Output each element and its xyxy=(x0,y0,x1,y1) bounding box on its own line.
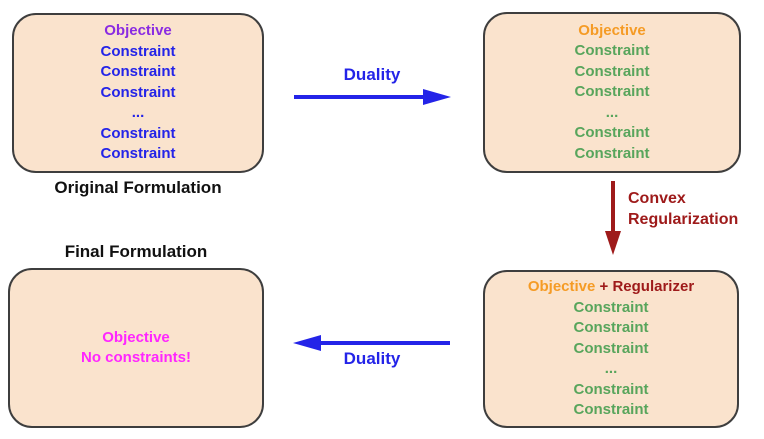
regularizer-text: + Regularizer xyxy=(599,278,695,296)
objective-text: Objective xyxy=(527,278,596,296)
objective-line: Objective xyxy=(104,22,172,40)
duality-left-arrow-icon xyxy=(293,335,450,351)
constraint-line: Constraint xyxy=(573,339,649,357)
no-constraints-line: No constraints! xyxy=(80,349,191,366)
original-formulation-label: Original Formulation xyxy=(54,178,222,197)
ellipsis-line: ... xyxy=(131,104,145,122)
original-formulation-box: Objective Constraint Constraint Constrai… xyxy=(12,13,264,173)
constraint-line: Constraint xyxy=(574,83,650,101)
convex-regularization-label-line2: Regularization xyxy=(628,211,739,228)
duality-right-arrow-icon xyxy=(294,89,451,105)
objective-regularizer-line: Objective + Regularizer xyxy=(528,277,694,298)
final-formulation-box: Objective No constraints! xyxy=(8,268,264,428)
dual-formulation-box: Objective Constraint Constraint Constrai… xyxy=(483,12,741,173)
ellipsis-line: ... xyxy=(604,360,618,378)
constraint-line: Constraint xyxy=(574,144,650,162)
constraint-line: Constraint xyxy=(574,62,650,80)
duality-bottom-label: Duality xyxy=(343,349,401,368)
constraint-line: Constraint xyxy=(573,298,649,316)
constraint-line: Constraint xyxy=(100,63,176,81)
convex-regularization-label: Convex Regularization xyxy=(628,188,738,230)
ellipsis-line: ... xyxy=(605,103,619,121)
constraint-line: Constraint xyxy=(573,401,649,419)
objective-line: Objective xyxy=(578,21,646,39)
constraint-line: Constraint xyxy=(100,42,176,60)
regularized-formulation-box: Objective + Regularizer Constraint Const… xyxy=(483,270,739,428)
constraint-line: Constraint xyxy=(573,319,649,337)
final-formulation-label: Final Formulation xyxy=(64,242,208,261)
objective-line: Objective xyxy=(102,328,170,346)
constraint-line: Constraint xyxy=(100,145,176,163)
constraint-line: Constraint xyxy=(100,83,176,101)
constraint-line: Constraint xyxy=(574,42,650,60)
constraint-line: Constraint xyxy=(573,380,649,398)
duality-top-label: Duality xyxy=(343,65,401,84)
convex-regularization-down-arrow-icon xyxy=(605,181,621,255)
constraint-line: Constraint xyxy=(574,124,650,142)
convex-regularization-label-line1: Convex xyxy=(628,190,686,207)
constraint-line: Constraint xyxy=(100,124,176,142)
